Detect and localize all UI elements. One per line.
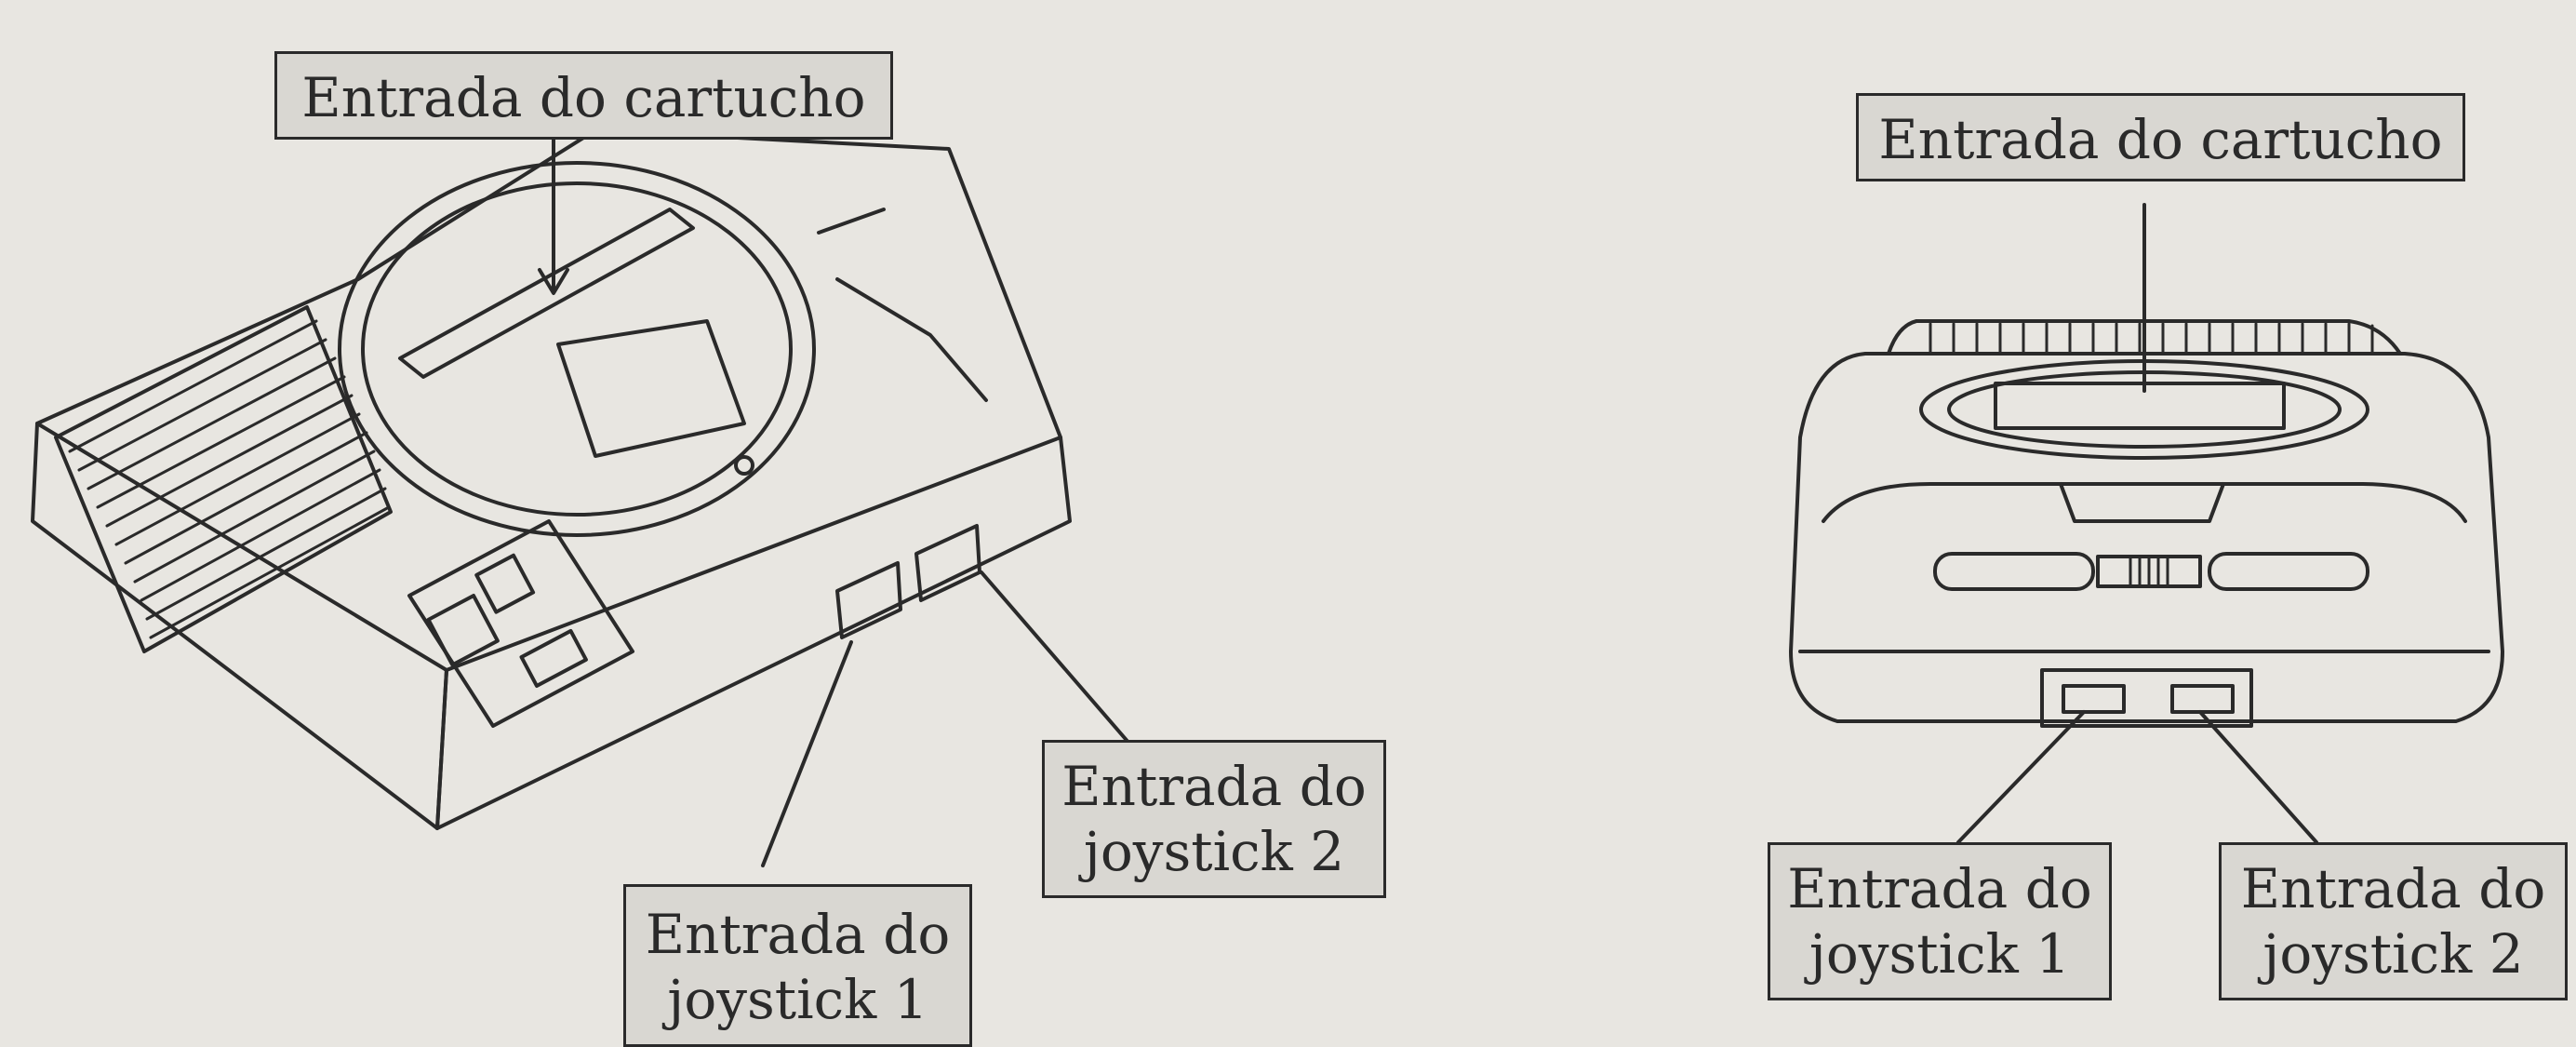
left-console-drawing [31,128,1072,830]
right-console-drawing [1789,319,2504,728]
vent-grille-lines [68,319,391,639]
right-leader-lines [1956,203,2318,844]
right-joystick2-label: Entrada do joystick 2 [2219,842,2568,1000]
left-joystick2-label: Entrada do joystick 2 [1042,740,1386,898]
right-joystick1-label: Entrada do joystick 1 [1768,842,2112,1000]
right-cartridge-label: Entrada do cartucho [1856,93,2465,181]
left-cartridge-label: Entrada do cartucho [274,51,893,140]
left-leader-lines [538,128,1132,867]
left-joystick1-label: Entrada do joystick 1 [623,884,972,1047]
